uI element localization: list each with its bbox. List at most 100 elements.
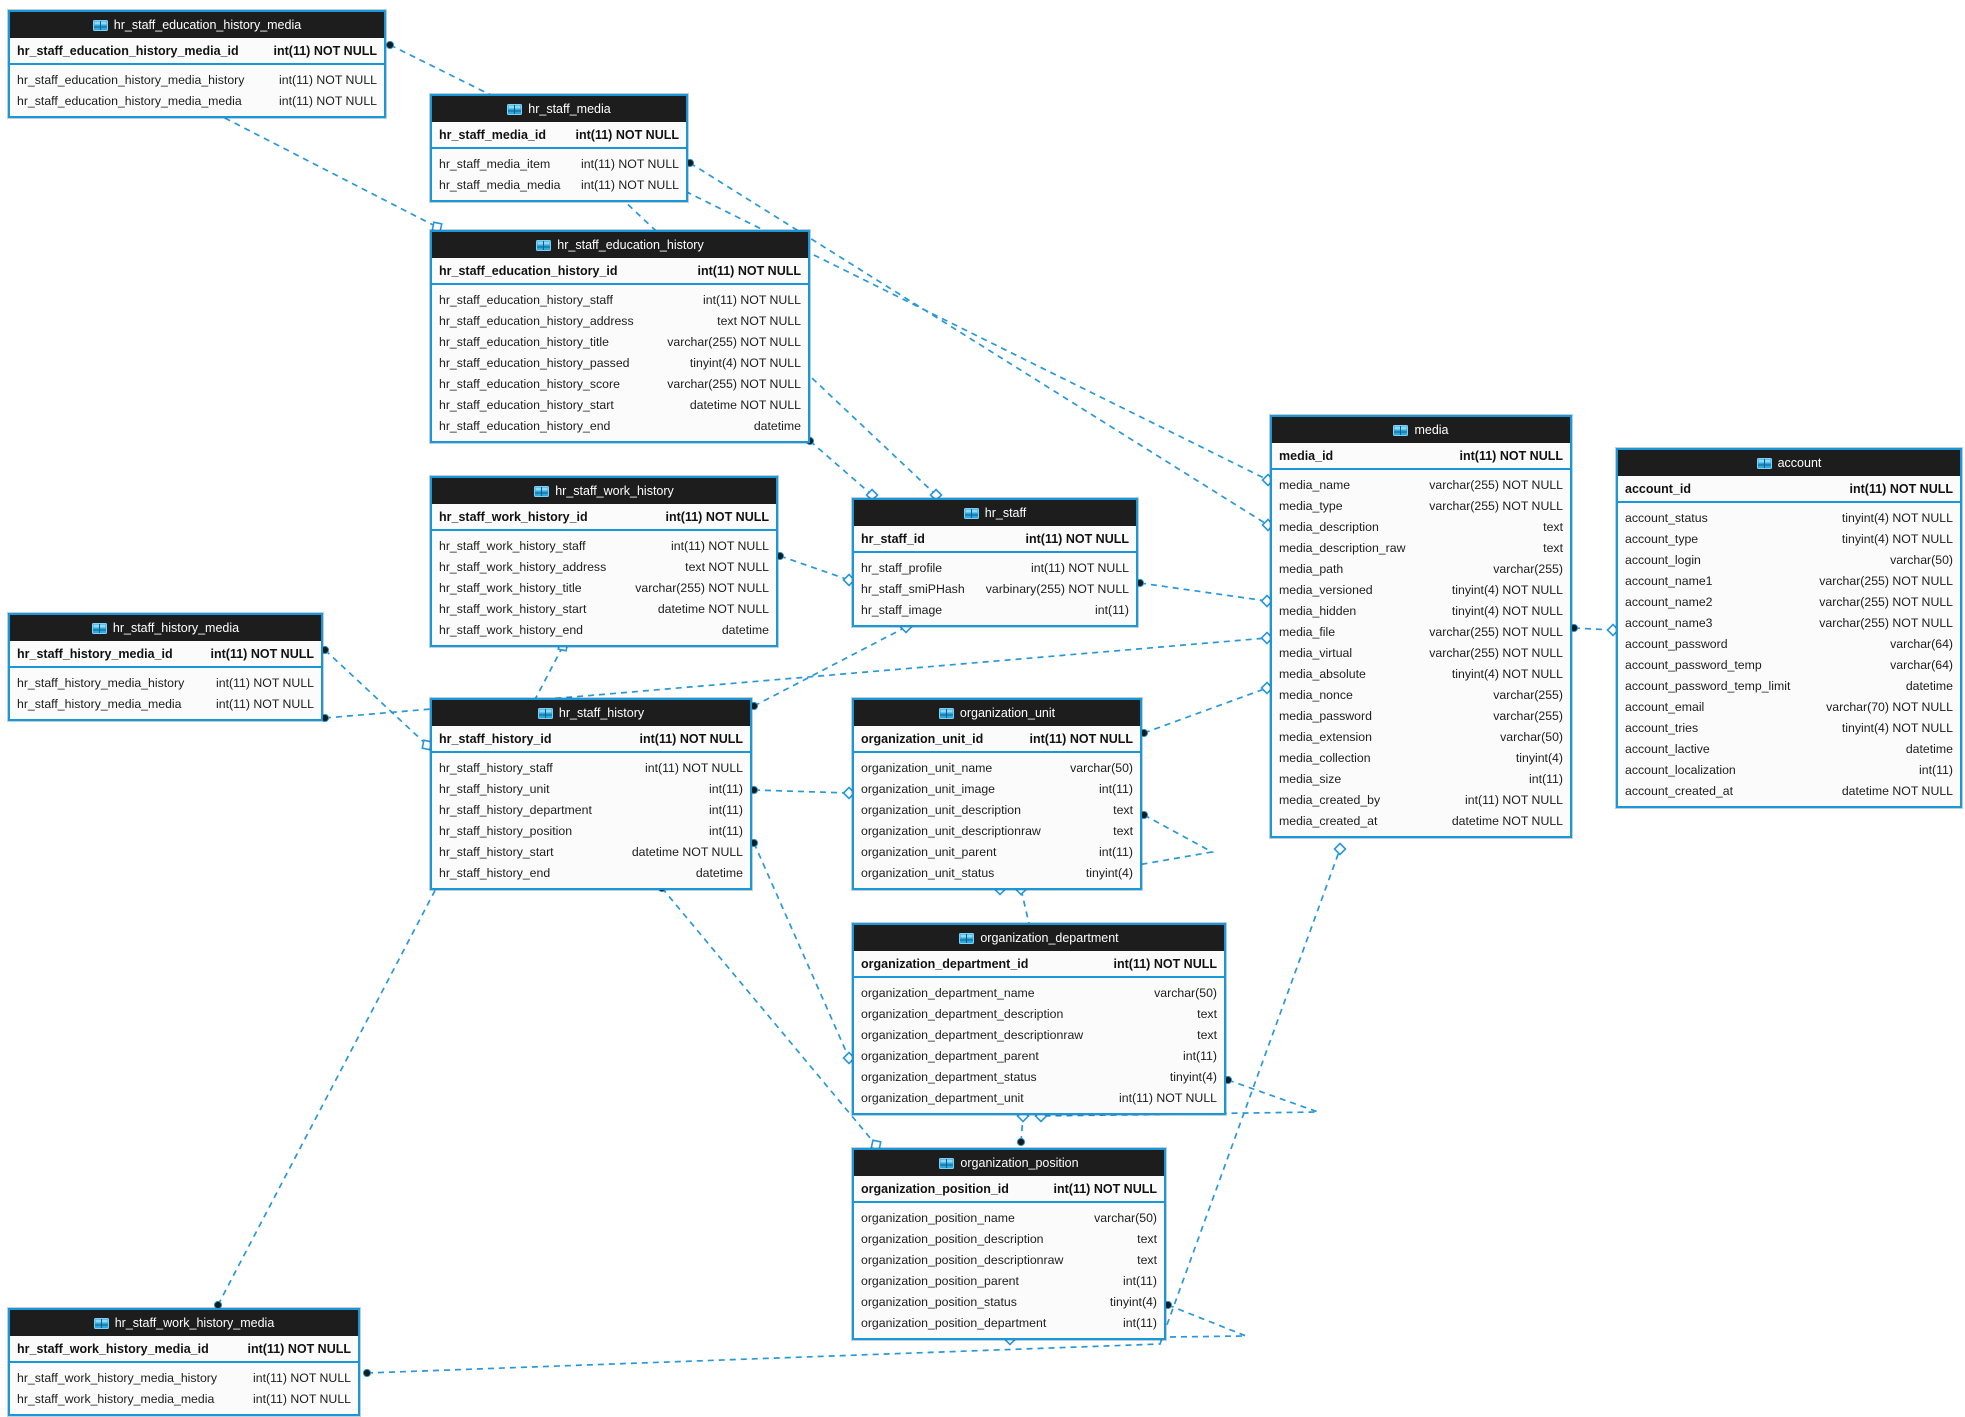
relationship-org-unit-to-media[interactable] <box>1143 687 1268 734</box>
table-header-hr_staff_education_history_media[interactable]: hr_staff_education_history_media <box>10 12 384 38</box>
column-name: media_type <box>1279 498 1343 513</box>
table-title: organization_department <box>980 931 1119 945</box>
relationship-edu-history-media-to-edu-history[interactable] <box>214 112 438 228</box>
table-title: hr_staff <box>984 506 1027 520</box>
column-type: int(11) <box>1529 771 1563 786</box>
column-type: tinyint(4) <box>1109 1294 1157 1309</box>
table-header-hr_staff_media[interactable]: hr_staff_media <box>432 96 686 122</box>
relationship-work-history-media-to-media[interactable] <box>366 848 1341 1374</box>
column-name: account_name2 <box>1625 594 1713 609</box>
column-type: tinyint(4) NOT NULL <box>1451 603 1563 618</box>
relationship-org-department-to-org-unit[interactable] <box>1020 888 1031 929</box>
table-header-hr_staff_work_history_media[interactable]: hr_staff_work_history_media <box>10 1310 358 1336</box>
column-name: hr_staff_history_position <box>439 823 573 838</box>
table-grid-icon <box>534 485 550 497</box>
column-name: media_virtual <box>1279 645 1353 660</box>
table-header-organization_unit[interactable]: organization_unit <box>854 700 1140 726</box>
column-name: account_password_temp <box>1625 657 1762 672</box>
column-type: tinyint(4) NOT NULL <box>689 355 801 370</box>
column-type: int(11) NOT NULL <box>253 1391 351 1406</box>
column-name: hr_staff_work_history_title <box>439 580 582 595</box>
column-name: account_email <box>1625 699 1705 714</box>
relationship-hr-staff-to-media[interactable] <box>1139 582 1268 602</box>
relationship-org-position-to-org-department[interactable] <box>1020 1115 1024 1143</box>
table-organization_department[interactable]: organization_department organization_depa… <box>852 923 1226 1115</box>
table-header-hr_staff_work_history[interactable]: hr_staff_work_history <box>432 478 776 504</box>
column-name: hr_staff_education_history_end <box>439 418 611 433</box>
column-type: text <box>1197 1027 1217 1042</box>
column-name: hr_staff_image <box>861 602 943 617</box>
table-grid-icon <box>939 1157 955 1169</box>
columns-section: hr_staff_education_history_media_history… <box>10 65 384 116</box>
table-header-hr_staff_education_history[interactable]: hr_staff_education_history <box>432 232 808 258</box>
column-type: datetime <box>1905 741 1953 756</box>
table-organization_position[interactable]: organization_position organization_positi… <box>852 1148 1166 1340</box>
table-header-account[interactable]: account <box>1618 450 1960 476</box>
pk-column-name: hr_staff_education_history_media_id <box>17 43 239 58</box>
column-name: hr_staff_education_history_passed <box>439 355 630 370</box>
table-header-hr_staff_history_media[interactable]: hr_staff_history_media <box>10 615 321 641</box>
table-header-organization_department[interactable]: organization_department <box>854 925 1224 951</box>
column-type: datetime <box>695 865 743 880</box>
relationship-edu-history-to-hr-staff[interactable] <box>809 440 873 496</box>
column-name: organization_department_status <box>861 1069 1037 1084</box>
column-type: tinyint(4) <box>1085 865 1133 880</box>
pk-column-name: hr_staff_media_id <box>439 127 546 142</box>
relationship-history-to-org-department[interactable] <box>753 842 850 1059</box>
table-hr_staff_education_history_media[interactable]: hr_staff_education_history_media hr_staff… <box>8 10 386 118</box>
table-header-media[interactable]: media <box>1272 417 1570 443</box>
column-type: varchar(255) <box>1493 561 1563 576</box>
relationship-history-media-to-history[interactable] <box>324 649 428 746</box>
column-name: media_file <box>1279 624 1336 639</box>
table-header-hr_staff[interactable]: hr_staff <box>854 500 1136 526</box>
column-type: tinyint(4) NOT NULL <box>1841 510 1953 525</box>
relationship-staff-media-to-media[interactable] <box>689 162 1269 526</box>
relationship-work-history-to-hr-staff[interactable] <box>779 555 850 581</box>
relationship-history-to-org-position[interactable] <box>661 887 877 1146</box>
table-header-hr_staff_history[interactable]: hr_staff_history <box>432 700 750 726</box>
column-type: int(11) <box>709 781 743 796</box>
relationship-org-position-self-parent[interactable] <box>1009 1304 1247 1340</box>
pk-column-type: int(11) NOT NULL <box>697 263 801 278</box>
column-type: varchar(255) NOT NULL <box>1429 498 1563 513</box>
column-name: media_extension <box>1279 729 1372 744</box>
column-type: datetime <box>721 622 769 637</box>
pk-column-type: int(11) NOT NULL <box>1029 731 1133 746</box>
table-grid-icon <box>537 707 553 719</box>
column-type: int(11) NOT NULL <box>253 1370 351 1385</box>
relationship-history-to-org-unit[interactable] <box>753 789 850 794</box>
table-hr_staff_education_history[interactable]: hr_staff_education_history hr_staff_educa… <box>430 230 810 443</box>
column-name: hr_staff_history_staff <box>439 760 553 775</box>
table-title: media <box>1414 423 1449 437</box>
relationship-edu-history-media-to-media[interactable] <box>389 44 1269 481</box>
table-header-organization_position[interactable]: organization_position <box>854 1150 1164 1176</box>
